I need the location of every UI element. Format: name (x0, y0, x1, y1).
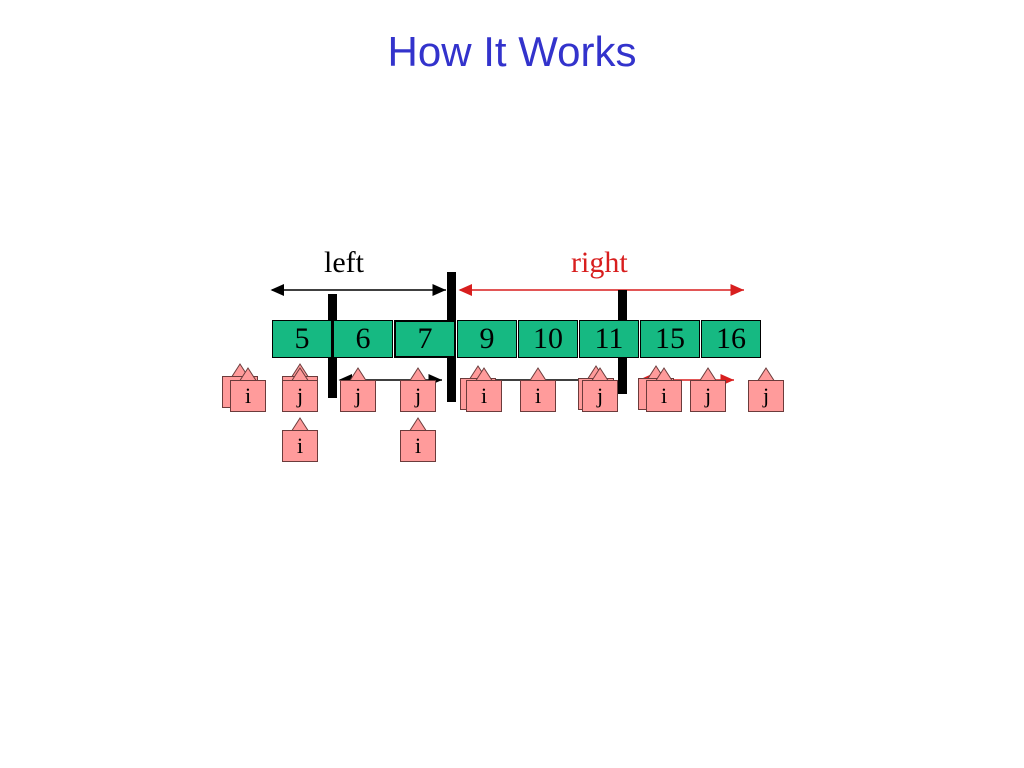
pointer-i: i (400, 416, 436, 462)
pointer-label: i (520, 380, 556, 412)
array-cell: 15 (640, 320, 700, 358)
pointer-label: i (400, 430, 436, 462)
pointer-j: j (282, 366, 318, 412)
pointer-label: j (340, 380, 376, 412)
pointer-label: j (748, 380, 784, 412)
pointer-label: j (282, 380, 318, 412)
partition-bar-left (328, 294, 337, 398)
right-label: right (571, 246, 628, 279)
pointer-i: i (282, 416, 318, 462)
left-label: left (324, 246, 364, 279)
array-cell: 9 (457, 320, 517, 358)
pointer-label: i (282, 430, 318, 462)
pointer-i: i (646, 366, 682, 412)
pointer-i: i (230, 366, 266, 412)
pointer-label: i (646, 380, 682, 412)
pointer-j: j (400, 366, 436, 412)
pointer-j: j (690, 366, 726, 412)
array-cell: 16 (701, 320, 761, 358)
array-cell: 7 (394, 320, 456, 358)
pointer-j: j (340, 366, 376, 412)
array-cell: 5 (272, 320, 332, 358)
array-cell: 6 (333, 320, 393, 358)
pointer-label: j (582, 380, 618, 412)
pointer-j: j (582, 366, 618, 412)
pointer-j: j (748, 366, 784, 412)
array-cell: 11 (579, 320, 639, 358)
pointer-i: i (466, 366, 502, 412)
array: 5 6 7 9 10 11 15 16 (272, 320, 762, 358)
pointer-i: i (520, 366, 556, 412)
pointer-label: j (690, 380, 726, 412)
pointer-label: i (466, 380, 502, 412)
slide-title: How It Works (387, 28, 637, 75)
array-cell: 10 (518, 320, 578, 358)
pointer-label: i (230, 380, 266, 412)
pointer-label: j (400, 380, 436, 412)
